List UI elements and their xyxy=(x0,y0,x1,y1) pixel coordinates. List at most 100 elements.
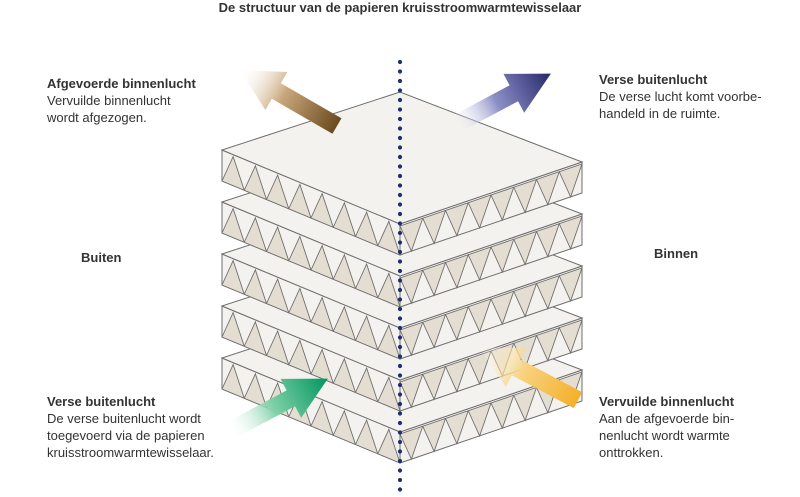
divider-dot xyxy=(397,487,403,492)
corrugation-triangle xyxy=(332,305,357,342)
corrugation-triangle xyxy=(354,418,379,455)
divider-dot xyxy=(397,88,403,93)
divider-dot xyxy=(397,249,403,255)
corrugation-triangle xyxy=(444,410,469,445)
corrugation-triangle xyxy=(288,183,312,219)
corrugation-triangle xyxy=(490,238,515,274)
divider-dot xyxy=(397,392,403,397)
exhaust-air-note: Afgevoerde binnenlucht Vervuilde binnenl… xyxy=(47,75,196,126)
corrugation-triangle xyxy=(221,207,245,244)
corrugation-triangle xyxy=(332,409,357,446)
flow-arrows xyxy=(224,70,583,440)
corrugation-triangle xyxy=(310,244,334,281)
center-divider-dotted-line xyxy=(397,59,403,492)
corrugation-triangle xyxy=(535,171,560,206)
corrugation-triangle xyxy=(558,319,583,355)
divider-dot xyxy=(397,458,403,464)
corrugation-triangle xyxy=(535,275,560,310)
fresh-air-out-heading: Verse buitenlucht xyxy=(47,394,156,409)
corrugation-triangle xyxy=(332,357,357,394)
corrugation-triangle xyxy=(444,358,469,393)
corrugation-triangle xyxy=(513,282,538,318)
divider-dot xyxy=(397,126,403,131)
corrugation-triangle xyxy=(265,173,290,210)
plate-top xyxy=(220,91,584,225)
fresh-air-out-body: De verse buitenlucht wordt toegevoerd vi… xyxy=(47,411,214,460)
fresh-air-out-note: Verse buitenlucht De verse buitenlucht w… xyxy=(47,393,214,461)
corrugation-triangle xyxy=(444,202,469,237)
corrugation-triangle xyxy=(288,235,312,271)
corrugation-triangle xyxy=(310,296,334,333)
corrugation-triangle xyxy=(422,209,447,245)
corrugation-triangle xyxy=(535,327,560,362)
corrugation-triangle xyxy=(490,290,515,326)
corrugation-triangle xyxy=(467,246,492,282)
divider-dot xyxy=(397,439,403,445)
corrugation-triangle xyxy=(243,216,268,253)
stale-air-heading: Vervuilde binnenlucht xyxy=(599,394,735,409)
divider-dot xyxy=(397,325,403,331)
divider-dot xyxy=(397,297,403,302)
fresh-air-in-body: De verse lucht komt voorbe- handeld in d… xyxy=(599,89,762,121)
divider-dot xyxy=(397,192,403,198)
divider-dot xyxy=(397,477,403,483)
corrugation-triangle xyxy=(422,313,447,349)
divider-dot xyxy=(397,211,403,217)
divider-dot xyxy=(397,411,403,416)
divider-dot xyxy=(397,59,403,65)
corrugation-triangle xyxy=(354,314,379,351)
corrugation-triangle xyxy=(310,400,334,437)
divider-dot xyxy=(397,164,403,169)
stale-air-note: Vervuilde binnenlucht Aan de afgevoerde … xyxy=(599,393,734,461)
corrugation-triangle xyxy=(265,329,290,366)
exhaust-air-body: Vervuilde binnenlucht wordt afgezogen. xyxy=(47,93,171,125)
corrugation-triangle xyxy=(399,217,424,253)
divider-dot xyxy=(397,373,403,378)
corrugation-triangle xyxy=(422,261,447,297)
divider-dot xyxy=(397,202,403,207)
corrugation-triangle xyxy=(467,402,492,438)
corrugation-triangle xyxy=(288,339,312,375)
divider-dot xyxy=(397,306,403,312)
corrugation-triangle xyxy=(513,178,538,214)
corrugation-triangle xyxy=(243,372,268,409)
corrugation-triangle xyxy=(558,163,583,199)
corrugation-triangle xyxy=(377,428,401,464)
divider-dot xyxy=(397,335,403,340)
corrugation-triangle xyxy=(558,267,583,303)
corrugation-triangle xyxy=(354,262,379,299)
plate-stack xyxy=(220,91,584,464)
corrugation-triangle xyxy=(354,366,379,403)
divider-dot xyxy=(397,468,403,473)
divider-dot xyxy=(397,221,403,226)
corrugation-triangle xyxy=(422,365,447,401)
corrugation-triangle xyxy=(467,194,492,230)
corrugation-triangle xyxy=(310,192,334,229)
corrugation-triangle xyxy=(221,363,245,400)
inside-label: Binnen xyxy=(654,246,699,261)
corrugation-triangle xyxy=(377,324,401,360)
corrugation-triangle xyxy=(399,269,424,305)
divider-dot xyxy=(397,449,403,454)
corrugation-triangle xyxy=(265,225,290,262)
exhaust-air-arrow xyxy=(239,70,342,134)
divider-dot xyxy=(397,278,403,283)
corrugation-triangle xyxy=(490,186,515,222)
corrugation-triangle xyxy=(377,220,401,256)
corrugation-triangle xyxy=(444,254,469,289)
corrugation-triangle xyxy=(490,394,515,430)
corrugation-triangle xyxy=(265,277,290,314)
corrugation-triangle xyxy=(467,298,492,334)
fresh-air-out-arrow xyxy=(224,378,328,440)
divider-dot xyxy=(397,183,403,188)
divider-dot xyxy=(397,69,403,74)
divider-dot xyxy=(397,154,403,160)
corrugation-triangle xyxy=(558,215,583,251)
divider-dot xyxy=(397,354,403,359)
divider-dot xyxy=(397,135,403,141)
exhaust-air-heading: Afgevoerde binnenlucht xyxy=(47,76,196,91)
corrugation-triangle xyxy=(243,320,268,357)
corrugation-triangle xyxy=(422,417,447,453)
fresh-air-in-heading: Verse buitenlucht xyxy=(599,72,708,87)
divider-dot xyxy=(397,287,403,293)
